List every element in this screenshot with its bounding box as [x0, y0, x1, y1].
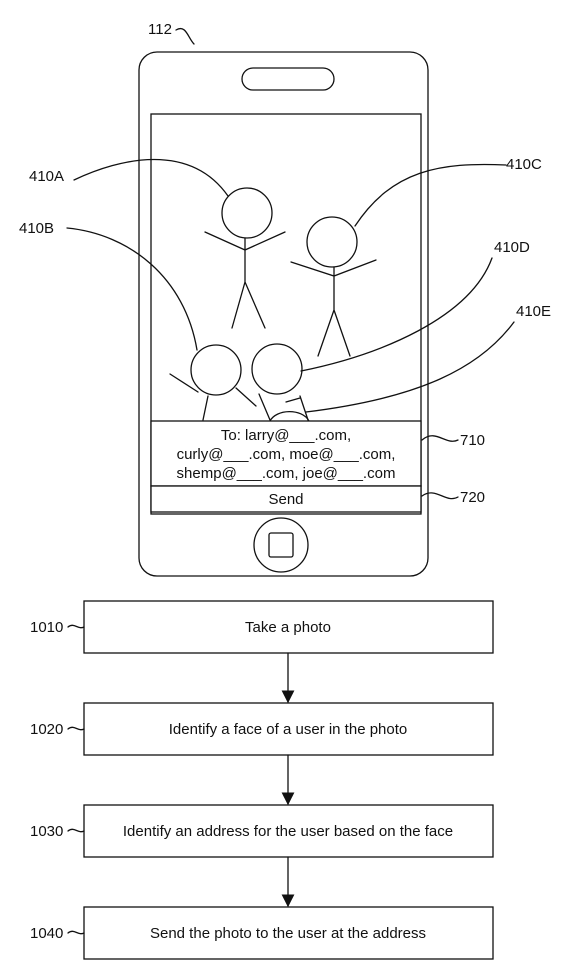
- flow-step-1040-text: Send the photo to the user at the addres…: [150, 925, 426, 942]
- flow-step-1030-box: [83, 804, 494, 858]
- flow-step-1010-ref: 1010: [30, 619, 63, 636]
- leader-1030: [67, 828, 85, 833]
- person-410e: [269, 410, 310, 422]
- email-line-1: To: larry@___.com,: [221, 427, 351, 444]
- flow-step-1020-text: Identify a face of a user in the photo: [169, 721, 408, 738]
- label-410e: 410E: [516, 303, 551, 320]
- home-button-icon: [268, 532, 294, 558]
- email-line-3: shemp@___.com, joe@___.com: [177, 465, 396, 482]
- device-ref-label: 112: [148, 21, 172, 38]
- leader-1040: [67, 930, 85, 935]
- person-head: [190, 344, 242, 396]
- phone-speaker: [241, 67, 335, 91]
- leader-410e: [305, 321, 515, 413]
- flow-step-1040-ref: 1040: [30, 925, 63, 942]
- person-410a: [204, 187, 286, 329]
- email-recipients-panel[interactable]: [150, 420, 422, 487]
- flow-step-1040-box: [83, 906, 494, 960]
- flow-step-1020-ref: 1020: [30, 721, 63, 738]
- leader-1010: [67, 624, 85, 629]
- label-410d: 410D: [494, 239, 530, 256]
- leader-410b: [66, 227, 198, 351]
- label-710: 710: [460, 432, 485, 449]
- person-410b: [169, 344, 257, 421]
- send-button-label: Send: [268, 491, 303, 508]
- leader-410a: [73, 158, 229, 197]
- leader-410c: [354, 163, 507, 227]
- label-410a: 410A: [29, 168, 64, 185]
- email-line-2: curly@___.com, moe@___.com,: [177, 446, 396, 463]
- label-720: 720: [460, 489, 485, 506]
- person-head: [221, 187, 273, 239]
- leader-1020: [67, 726, 85, 731]
- person-410d: [251, 343, 309, 421]
- flowchart: Take a photo 1010 Identify a face of a u…: [30, 600, 494, 960]
- flow-step-1010-text: Take a photo: [245, 619, 331, 636]
- flow-step-1010-box: [83, 600, 494, 654]
- person-410c: [290, 216, 377, 357]
- person-head: [251, 343, 303, 395]
- leader-710: [421, 435, 459, 442]
- flow-step-1030-ref: 1030: [30, 823, 63, 840]
- send-button[interactable]: [150, 485, 422, 513]
- label-410b: 410B: [19, 220, 54, 237]
- person-head: [269, 410, 310, 422]
- flow-step-1030-text: Identify an address for the user based o…: [123, 823, 453, 840]
- leader-410d: [300, 257, 493, 372]
- leader-720: [421, 492, 459, 500]
- person-head: [306, 216, 358, 268]
- label-410c: 410C: [506, 156, 542, 173]
- flow-step-1020-box: [83, 702, 494, 756]
- device-ref-leader: [175, 27, 195, 45]
